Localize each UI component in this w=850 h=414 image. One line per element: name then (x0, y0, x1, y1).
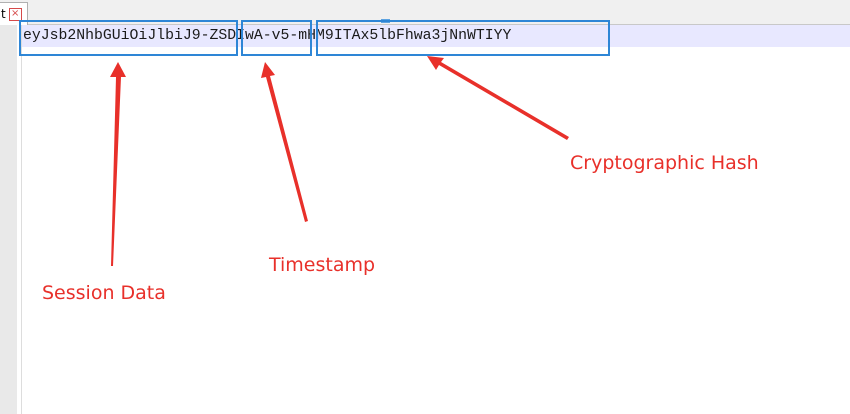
editor-text-line[interactable]: eyJsb2NhbGUiOiJlbiJ9-ZSDIwA-v5-mHM9ITAx5… (23, 26, 511, 46)
cryptographic-hash-label: Cryptographic Hash (570, 152, 759, 174)
file-tab[interactable]: t × (0, 2, 28, 25)
hash-arrow (427, 56, 569, 140)
token-session-data[interactable]: eyJsb2NhbGUiOiJlbiJ9 (23, 28, 201, 44)
current-line-highlight (22, 25, 850, 47)
token-separator: - (262, 28, 272, 44)
session-data-arrow (110, 62, 126, 266)
token-hash[interactable]: v5-mHM9ITAx5lbFhwa3jNnWTIYY (271, 28, 512, 44)
line-number-gutter (0, 25, 18, 414)
timestamp-arrow (261, 62, 308, 222)
token-separator: - (200, 28, 210, 44)
file-tab-label: t (1, 7, 6, 21)
tab-indicator (381, 19, 390, 23)
tab-strip: t × (0, 0, 850, 25)
token-timestamp[interactable]: ZSDIwA (209, 28, 263, 44)
timestamp-label: Timestamp (269, 254, 376, 276)
fold-margin (17, 25, 22, 414)
session-data-label: Session Data (42, 282, 166, 304)
close-icon[interactable]: × (8, 7, 22, 21)
